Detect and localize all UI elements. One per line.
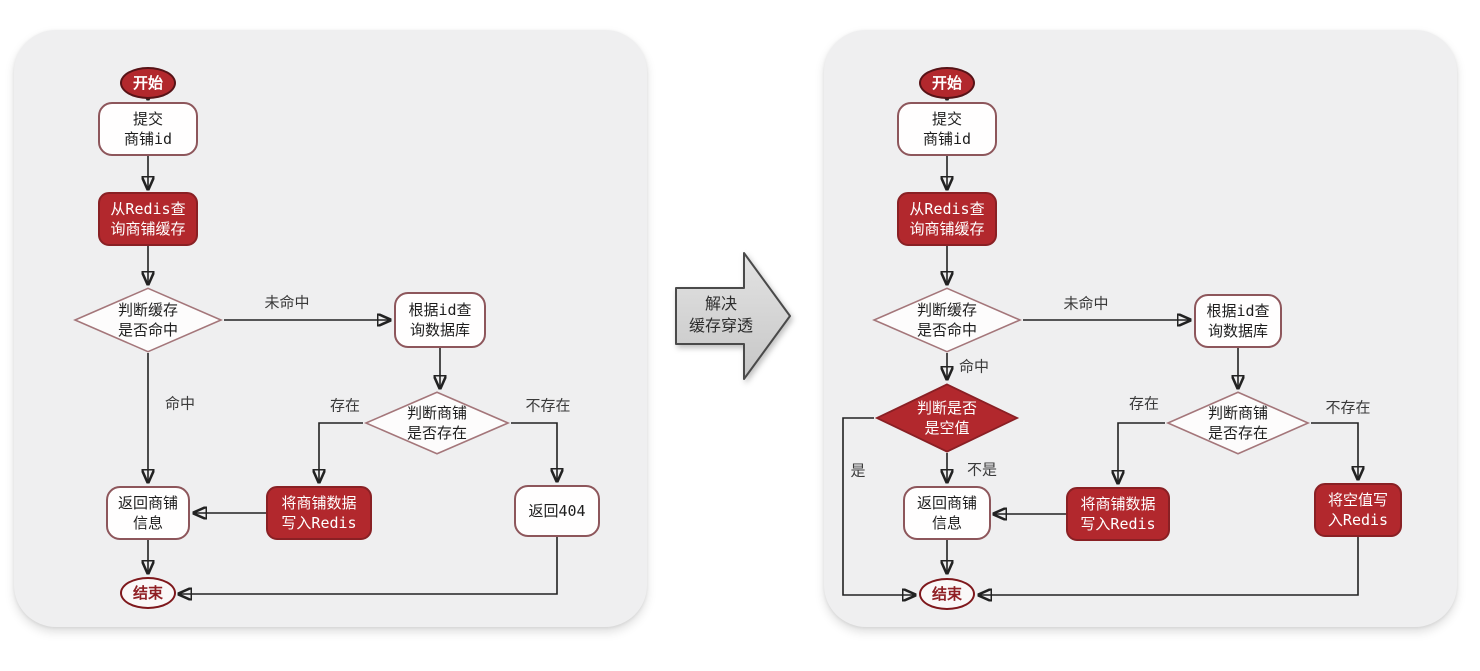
node-label-line2: 询商铺缓存 xyxy=(909,220,985,238)
node-label-line1: 返回商铺 xyxy=(117,494,178,512)
node-write-shop-to-redis: 将商铺数据 写入Redis xyxy=(266,486,372,540)
transition-label-line2: 缓存穿透 xyxy=(688,316,753,335)
node-label-line1: 提交 xyxy=(931,110,962,128)
node-label-line2: 写入Redis xyxy=(281,514,357,532)
node-check-is-null: 判断是否 是空值 xyxy=(874,383,1020,453)
node-label: 判断缓存 是否命中 xyxy=(916,301,977,339)
node-label: 返回404 xyxy=(528,502,586,520)
edge-label-shop-exists: 存在 xyxy=(1128,394,1160,413)
node-check-cache-hit: 判断缓存 是否命中 xyxy=(72,287,224,353)
big-right-arrow-icon xyxy=(675,252,791,380)
diamond-shape xyxy=(871,287,1023,353)
node-label-line1: 从Redis查 xyxy=(110,200,186,218)
transition-arrow: 解决 缓存穿透 xyxy=(664,248,796,382)
edge-label-cache-miss: 未命中 xyxy=(264,293,310,312)
node-label-line2: 商铺id xyxy=(922,130,972,148)
node-submit-shop-id: 提交 商铺id xyxy=(897,102,997,156)
node-label: 判断商铺 是否存在 xyxy=(406,404,467,442)
node-label-line2: 信息 xyxy=(931,514,962,532)
edge-label-shop-exists: 存在 xyxy=(329,396,361,415)
node-label-line1: 根据id查 xyxy=(408,301,472,319)
node-submit-shop-id: 提交 商铺id xyxy=(98,102,198,156)
edge-label-shop-not-exists: 不存在 xyxy=(1325,398,1371,417)
node-label-line1: 返回商铺 xyxy=(916,494,977,512)
node-check-shop-exists: 判断商铺 是否存在 xyxy=(363,391,511,455)
node-label-line1: 将空值写 xyxy=(1327,491,1388,509)
node-label: 判断缓存 是否命中 xyxy=(117,301,178,339)
transition-label: 解决 缓存穿透 xyxy=(670,248,772,382)
node-check-cache-hit: 判断缓存 是否命中 xyxy=(871,287,1023,353)
node-label-line2: 询数据库 xyxy=(409,321,470,339)
edge-label-cache-hit: 命中 xyxy=(164,394,196,413)
edge-label-is-null-yes: 是 xyxy=(850,461,866,480)
flow-edges-right xyxy=(842,70,1457,627)
node-write-null-to-redis: 将空值写 入Redis xyxy=(1314,483,1402,537)
node-check-shop-exists: 判断商铺 是否存在 xyxy=(1165,391,1311,455)
edge-label-cache-miss: 未命中 xyxy=(1063,294,1109,313)
node-label-line2: 询数据库 xyxy=(1207,322,1268,340)
node-label: 判断是否 是空值 xyxy=(916,399,977,437)
node-write-shop-to-redis: 将商铺数据 写入Redis xyxy=(1066,487,1170,541)
diamond-shape xyxy=(72,287,224,353)
node-label: 开始 xyxy=(931,74,962,92)
node-return-shop-info: 返回商铺 信息 xyxy=(106,486,190,540)
node-query-database: 根据id查 询数据库 xyxy=(394,292,486,348)
node-query-redis-cache: 从Redis查 询商铺缓存 xyxy=(897,192,997,246)
node-label-line2: 商铺id xyxy=(123,130,173,148)
node-end: 结束 xyxy=(919,578,975,610)
node-start: 开始 xyxy=(120,67,176,99)
node-return-404: 返回404 xyxy=(514,485,600,537)
node-query-database: 根据id查 询数据库 xyxy=(1194,294,1282,348)
flow-edges-left xyxy=(14,70,647,627)
node-label-line2: 写入Redis xyxy=(1080,515,1156,533)
node-label-line2: 询商铺缓存 xyxy=(110,220,186,238)
node-label-line1: 从Redis查 xyxy=(909,200,985,218)
node-query-redis-cache: 从Redis查 询商铺缓存 xyxy=(98,192,198,246)
node-label-line1: 提交 xyxy=(132,110,163,128)
node-label: 结束 xyxy=(132,584,163,602)
edge-label-shop-not-exists: 不存在 xyxy=(525,396,571,415)
node-label-line1: 将商铺数据 xyxy=(1080,495,1156,513)
node-label-line2: 信息 xyxy=(132,514,163,532)
diamond-shape xyxy=(874,383,1020,453)
node-label-line2: 入Redis xyxy=(1327,511,1389,529)
node-end: 结束 xyxy=(120,577,176,609)
node-return-shop-info: 返回商铺 信息 xyxy=(903,486,991,540)
flowchart-panel-after: 开始 提交 商铺id 从Redis查 询商铺缓存 判断缓存 是否命中 根据id查… xyxy=(824,30,1457,627)
node-label-line1: 根据id查 xyxy=(1206,302,1270,320)
diamond-shape xyxy=(363,391,511,455)
edge-label-cache-hit: 命中 xyxy=(958,357,990,376)
node-label: 开始 xyxy=(132,74,163,92)
transition-label-line1: 解决 xyxy=(704,294,737,313)
node-label-line1: 将商铺数据 xyxy=(281,494,357,512)
node-label: 结束 xyxy=(931,585,962,603)
diamond-shape xyxy=(1165,391,1311,455)
node-label: 判断商铺 是否存在 xyxy=(1207,404,1268,442)
edge-label-is-null-no: 不是 xyxy=(966,460,998,479)
node-start: 开始 xyxy=(919,67,975,99)
flowchart-panel-before: 开始 提交 商铺id 从Redis查 询商铺缓存 判断缓存 是否命中 根据id查… xyxy=(14,30,647,627)
